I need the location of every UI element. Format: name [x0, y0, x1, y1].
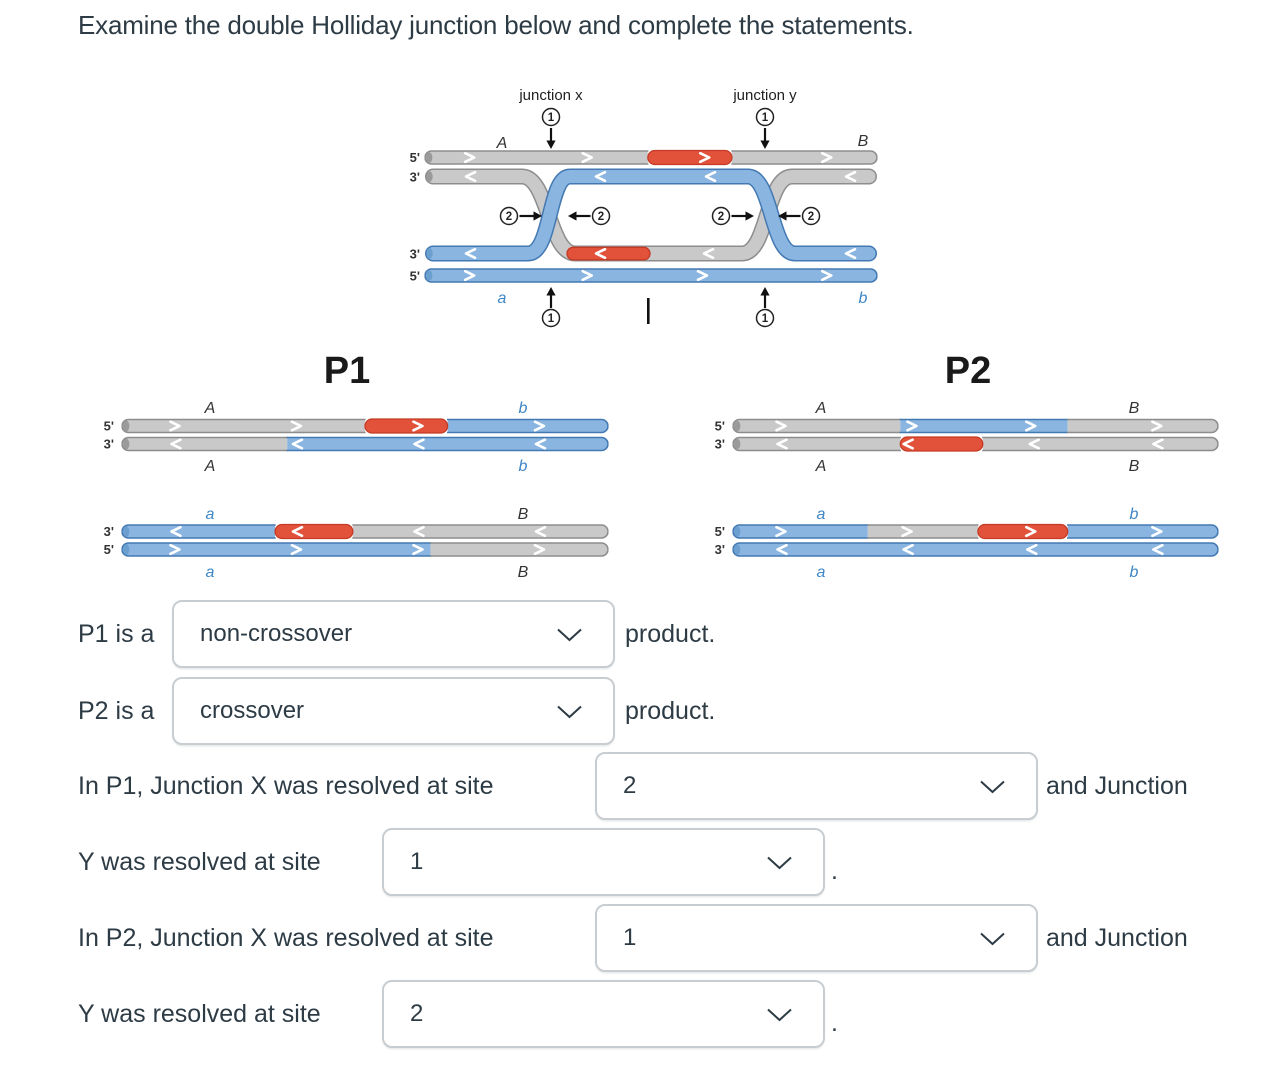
chevron-down-icon [767, 856, 792, 869]
strand-end-label: 5' [410, 269, 420, 284]
strand-end-label: 5' [715, 419, 725, 434]
strand-end-label: 5' [410, 150, 420, 165]
label-B: B [858, 133, 869, 150]
statement-suffix: product. [625, 619, 716, 648]
locus-label: b [1130, 564, 1139, 581]
statement-prefix-p1-junction-y: Y was resolved at site [78, 847, 321, 876]
p2-label: P2 [944, 350, 992, 392]
p1-junction-x-site-select[interactable]: 2 [595, 752, 1038, 820]
statement-suffix: and Junction [1046, 923, 1188, 952]
chevron-down-icon [980, 932, 1005, 945]
locus-label: A [815, 458, 827, 475]
selected-option: 2 [410, 1000, 424, 1027]
question-title: Examine the double Holliday junction bel… [78, 10, 914, 40]
p2-product-diagram: 5' 3' A B A B 5' 3' a b a b [715, 400, 1219, 581]
locus-label: b [1130, 506, 1139, 523]
selected-option: 1 [410, 848, 424, 875]
statement-prefix-p2-junction-x: In P2, Junction X was resolved at site [78, 923, 494, 952]
locus-label: a [206, 506, 215, 523]
strand-end-label: 5' [715, 524, 725, 539]
junction-x-label: junction x [518, 87, 583, 104]
locus-label: A [815, 400, 827, 417]
strand-end-label: 3' [715, 437, 725, 452]
strand-end-label: 3' [410, 170, 420, 185]
svg-text:1: 1 [548, 112, 555, 124]
statement-suffix: . [831, 1009, 838, 1037]
locus-label: B [1129, 400, 1140, 417]
locus-label: B [1129, 458, 1140, 475]
chevron-down-icon [980, 780, 1005, 793]
strand-end-label: 5' [104, 419, 114, 434]
selected-option: 2 [623, 772, 637, 799]
chevron-down-icon [557, 628, 582, 641]
strand-end-label: 3' [104, 437, 114, 452]
locus-label: a [817, 506, 826, 523]
label-b: b [859, 290, 868, 307]
strand-end-label: 3' [410, 247, 420, 262]
locus-label: B [518, 506, 529, 523]
strand-end-label: 3' [104, 524, 114, 539]
chevron-down-icon [557, 705, 582, 718]
p1-junction-y-site-select[interactable]: 1 [382, 828, 825, 896]
locus-label: B [518, 564, 529, 581]
svg-text:2: 2 [506, 211, 512, 223]
locus-label: a [206, 564, 215, 581]
holliday-junction-diagram: junction x junction y 1 1 1 1 2 2 2 2 A Ba b 5' 3' 3' 5' [410, 87, 878, 328]
svg-text:2: 2 [718, 211, 724, 223]
locus-label: b [519, 458, 528, 475]
p2-junction-y-site-select[interactable]: 2 [382, 980, 825, 1048]
statement-prefix-p2-type: P2 is a [78, 696, 155, 725]
chevron-down-icon [767, 1008, 792, 1021]
svg-text:1: 1 [762, 313, 769, 325]
svg-text:1: 1 [762, 112, 769, 124]
p2-type-select[interactable]: crossover [172, 677, 615, 745]
statement-prefix-p2-junction-y: Y was resolved at site [78, 999, 321, 1028]
locus-label: A [204, 400, 216, 417]
svg-text:2: 2 [808, 211, 814, 223]
strand-end-label: 3' [715, 542, 725, 557]
statement-suffix: . [831, 857, 838, 885]
statement-prefix-p1-junction-x: In P1, Junction X was resolved at site [78, 771, 494, 800]
statement-suffix: product. [625, 696, 716, 725]
statement-suffix: and Junction [1046, 771, 1188, 800]
strand-end-label: 5' [104, 542, 114, 557]
locus-label: a [817, 564, 826, 581]
selected-option: 1 [623, 924, 637, 951]
locus-label: A [204, 458, 216, 475]
p1-label: P1 [323, 350, 371, 392]
p1-type-select[interactable]: non-crossover [172, 600, 615, 668]
svg-text:2: 2 [598, 211, 604, 223]
label-a: a [498, 290, 507, 307]
junction-y-label: junction y [732, 87, 797, 104]
label-A: A [496, 135, 508, 152]
statement-prefix-p1-type: P1 is a [78, 619, 155, 648]
selected-option: non-crossover [200, 620, 353, 647]
svg-text:1: 1 [548, 313, 555, 325]
p2-junction-x-site-select[interactable]: 1 [595, 904, 1038, 972]
selected-option: crossover [200, 697, 305, 724]
locus-label: b [519, 400, 528, 417]
